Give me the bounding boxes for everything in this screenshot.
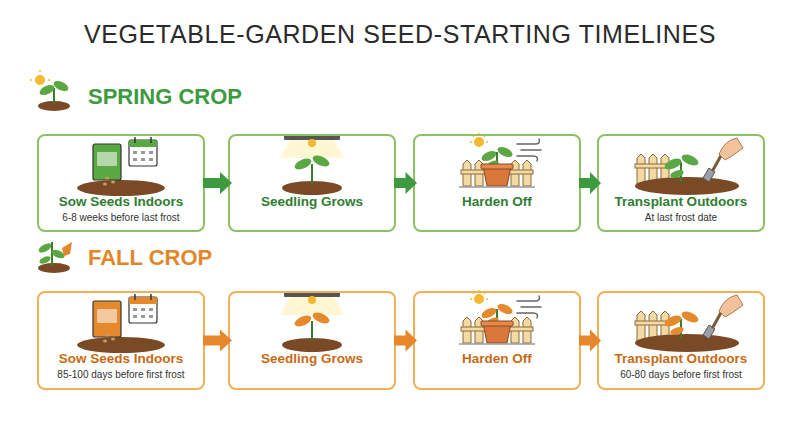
process-box: Transplant OutdoorsAt last frost date bbox=[597, 134, 765, 232]
flow-arrow bbox=[579, 330, 601, 352]
transplant-illustration bbox=[635, 138, 743, 195]
process-box: Harden Off bbox=[413, 291, 581, 390]
step-title: Transplant Outdoors bbox=[603, 351, 759, 367]
flow-arrow bbox=[394, 172, 417, 194]
process-box: Seedling Grows bbox=[228, 291, 396, 390]
diagram-title: VEGETABLE-GARDEN SEED-STARTING TIMELINES bbox=[0, 20, 800, 49]
section-heading: SPRING CROP bbox=[88, 84, 242, 110]
process-box: Sow Seeds Indoors6-8 weeks before last f… bbox=[37, 134, 205, 232]
potted-plant-illustration bbox=[459, 290, 541, 344]
seedling-illustration bbox=[280, 135, 344, 195]
step-title: Harden Off bbox=[419, 351, 575, 367]
process-box: Harden Off bbox=[413, 134, 581, 232]
step-timing: 85-100 days before first frost bbox=[43, 368, 199, 381]
flow-arrow bbox=[394, 330, 417, 352]
sprout-icon bbox=[30, 70, 70, 111]
seed-packet-illustration bbox=[77, 294, 165, 353]
flow-arrow bbox=[579, 172, 601, 194]
flow-arrow bbox=[203, 330, 232, 352]
step-title: Harden Off bbox=[419, 194, 575, 210]
flow-arrow bbox=[203, 172, 232, 194]
step-title: Seedling Grows bbox=[234, 194, 390, 210]
potted-plant-illustration bbox=[459, 133, 541, 187]
step-title: Seedling Grows bbox=[234, 351, 390, 367]
autumn-plant-icon bbox=[37, 241, 72, 273]
process-box: Sow Seeds Indoors85-100 days before firs… bbox=[37, 291, 205, 390]
seedling-illustration bbox=[280, 292, 344, 352]
transplant-illustration bbox=[635, 295, 743, 352]
step-timing: 6-8 weeks before last frost bbox=[43, 211, 199, 224]
step-timing: At last frost date bbox=[603, 211, 759, 224]
seed-packet-illustration bbox=[77, 137, 165, 196]
process-box: Seedling Grows bbox=[228, 134, 396, 232]
step-title: Sow Seeds Indoors bbox=[43, 194, 199, 210]
step-timing: 60-80 days before first frost bbox=[603, 368, 759, 381]
step-title: Transplant Outdoors bbox=[603, 194, 759, 210]
step-title: Sow Seeds Indoors bbox=[43, 351, 199, 367]
process-box: Transplant Outdoors60-80 days before fir… bbox=[597, 291, 765, 390]
section-heading: FALL CROP bbox=[88, 245, 212, 271]
